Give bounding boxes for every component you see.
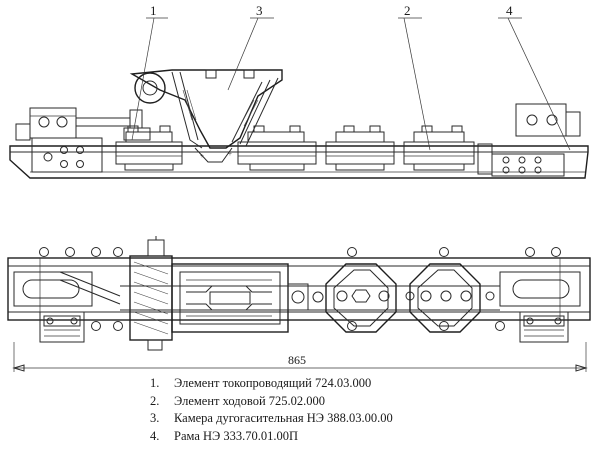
running-elements-side [115,125,475,171]
callout-leaders [131,17,571,151]
svg-text:+: + [200,152,204,160]
dimension-label: 865 [288,353,306,367]
callout-1: 1 [150,3,157,18]
parts-legend: 1.Элемент токопроводящий 724.03.000 2.Эл… [150,375,393,445]
legend-item: 2.Элемент ходовой 725.02.000 [150,393,326,408]
svg-text:+: + [228,150,232,158]
right-end-bracket [477,103,581,177]
stud-rows [39,247,561,331]
callout-3: 3 [256,3,263,18]
legend-item: 1.Элемент токопроводящий 724.03.000 [150,376,372,390]
left-end-bracket [15,107,130,173]
callout-2: 2 [404,3,411,18]
side-view: + + [9,17,589,179]
arc-chamber-side: + + [123,69,283,163]
legend-item: 4.Рама НЭ 333.70.01.00П [150,428,299,443]
overall-dimension [12,342,588,372]
legend-item: 3.Камера дугогасительная НЭ 388.03.00.00 [150,411,393,425]
octagon-elements-plan [325,263,495,333]
arc-chamber-plan [129,236,324,351]
right-bogie-plan [499,271,581,343]
plan-view [7,236,591,372]
left-bogie-plan [13,271,121,343]
callout-4: 4 [506,3,513,18]
